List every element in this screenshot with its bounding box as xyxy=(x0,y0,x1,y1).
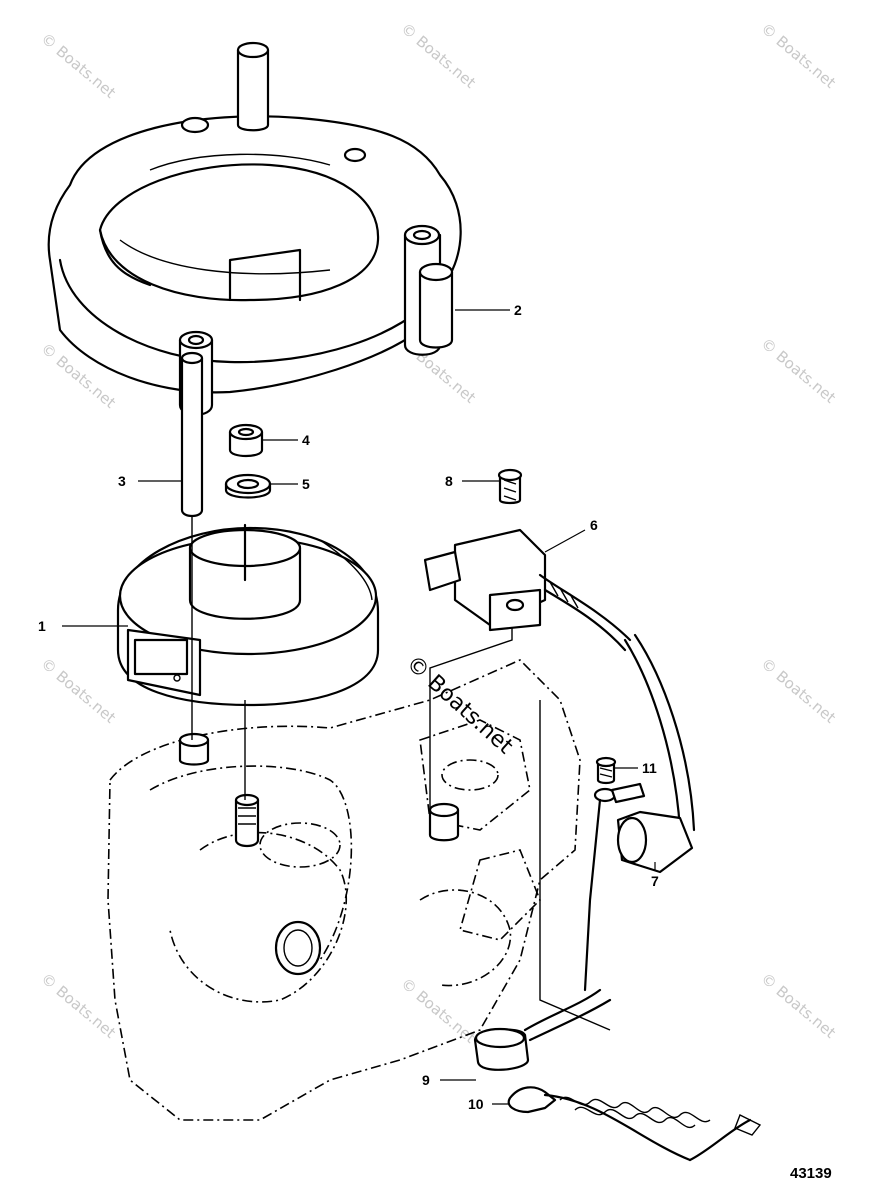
watermark: © Boats.net xyxy=(757,334,839,407)
part-8-screw xyxy=(497,468,523,505)
part-6-coil xyxy=(423,528,632,652)
callout-6: 6 xyxy=(590,517,598,533)
callout-10: 10 xyxy=(468,1096,484,1112)
part-11-screw xyxy=(595,756,617,785)
callout-7: 7 xyxy=(651,873,659,889)
watermark: © Boats.net xyxy=(397,19,479,92)
callout-8: 8 xyxy=(445,473,453,489)
watermark: © Boats.net xyxy=(37,654,119,727)
leader-lines xyxy=(62,309,656,1105)
callout-1: 1 xyxy=(38,618,46,634)
callout-11: 11 xyxy=(642,760,657,776)
callout-4: 4 xyxy=(302,432,310,448)
watermark: © Boats.net xyxy=(757,969,839,1042)
part-7-lead xyxy=(616,633,696,874)
part-10-lanyard xyxy=(507,1086,762,1162)
callout-2: 2 xyxy=(514,302,522,318)
watermark: © Boats.net xyxy=(757,19,839,92)
part-2-cover xyxy=(47,41,462,416)
watermark: © Boats.net xyxy=(37,29,119,102)
watermark: © Boats.net xyxy=(37,969,119,1042)
center-watermark: © Boats.net xyxy=(401,651,518,760)
callout-5: 5 xyxy=(302,476,310,492)
reference-number: 43139 xyxy=(790,1165,832,1182)
callout-3: 3 xyxy=(118,473,126,489)
callout-9: 9 xyxy=(422,1072,430,1088)
part-9-switch xyxy=(473,782,646,1071)
alignment-lines xyxy=(191,515,611,1031)
watermark: © Boats.net xyxy=(397,974,479,1047)
part-1-stator xyxy=(116,523,380,707)
callouts: 1 2 3 4 5 6 7 8 9 10 11 xyxy=(38,302,659,1112)
watermark: © Boats.net xyxy=(757,654,839,727)
powerhead xyxy=(107,659,581,1121)
part-5-washer xyxy=(224,473,272,499)
part-4-nut xyxy=(228,423,264,458)
part-3-pin xyxy=(180,351,204,518)
